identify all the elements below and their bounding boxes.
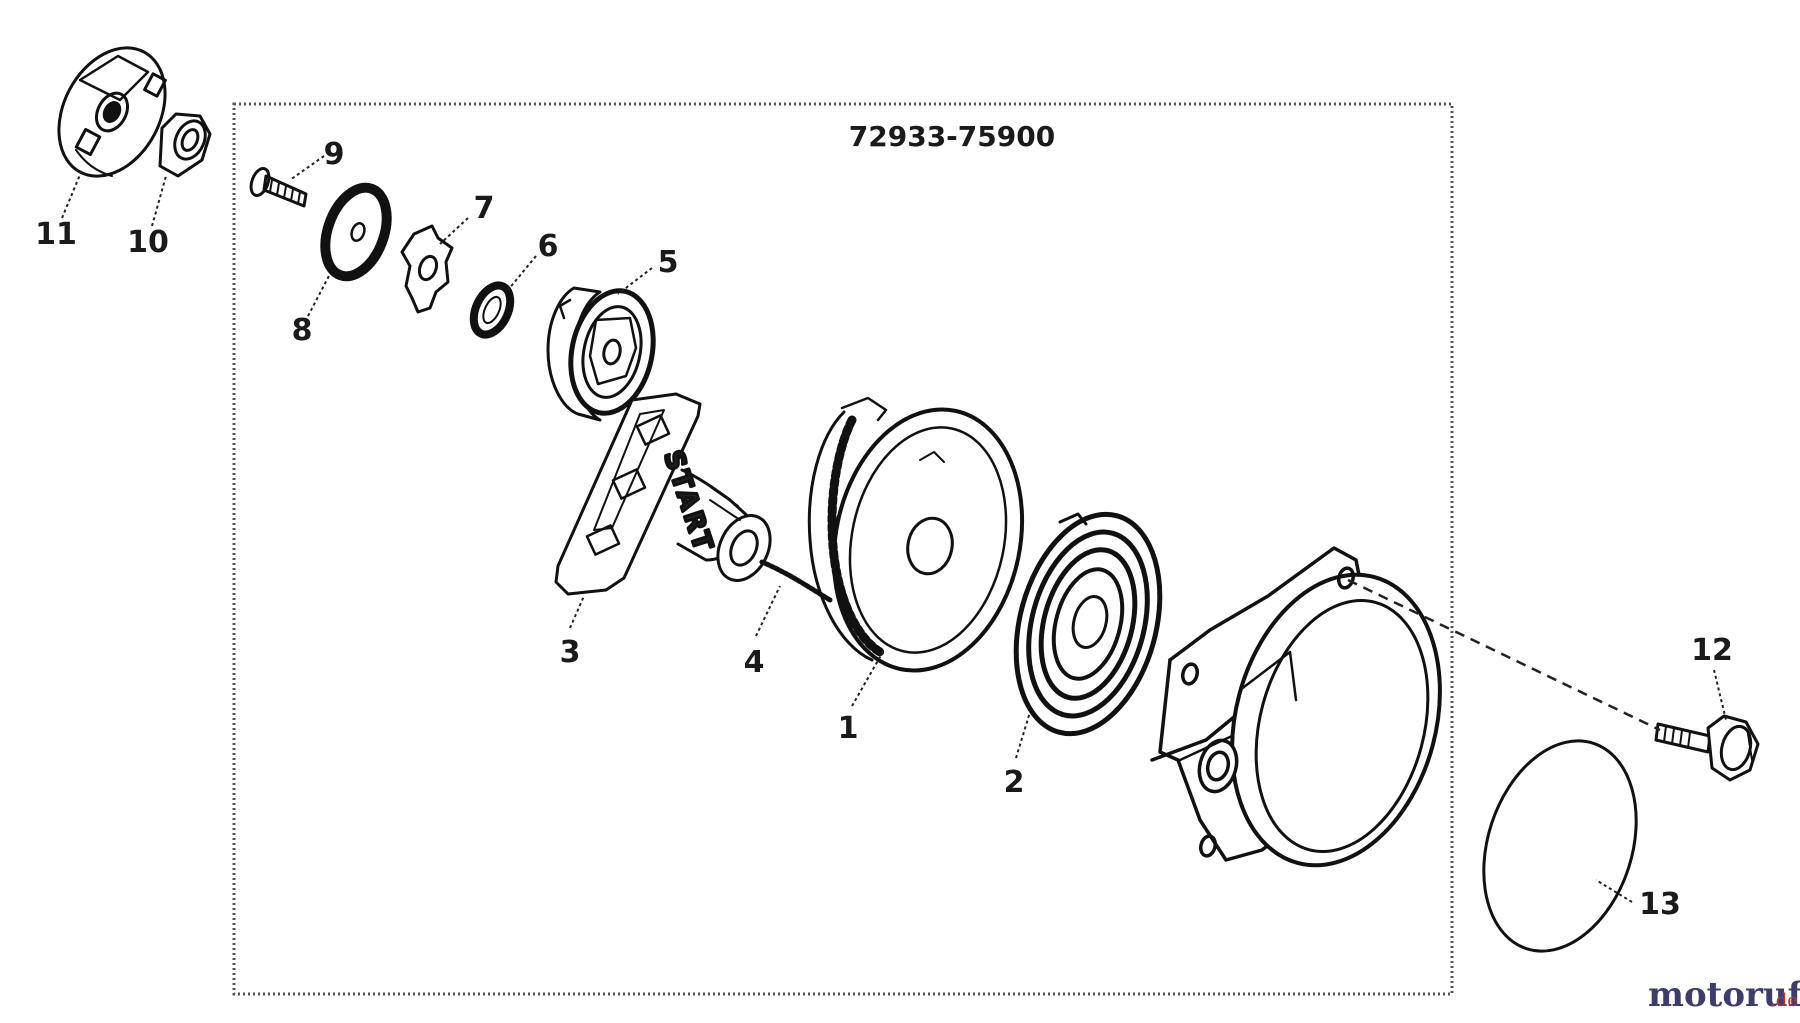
- part-3-starter-handle: START: [554, 392, 772, 596]
- part-number-9: 9: [324, 137, 345, 172]
- leader-4: [755, 585, 781, 637]
- part-9-screw: [249, 167, 308, 208]
- leader-9: [289, 155, 325, 181]
- leader-12: [1713, 669, 1727, 721]
- part-number-2: 2: [1004, 765, 1025, 800]
- part-8-washer: [320, 182, 392, 282]
- part-6-spring-ring: [469, 281, 515, 339]
- leader-8: [307, 273, 331, 317]
- part-number-7: 7: [474, 191, 495, 226]
- part-number-12: 12: [1691, 633, 1733, 668]
- part-number-1: 1: [838, 711, 859, 746]
- part-10-hex-nut: [158, 112, 212, 178]
- leader-1: [851, 649, 885, 707]
- part-number-3: 3: [560, 635, 581, 670]
- leader-6: [507, 255, 537, 291]
- part-2-recoil-spring: [1013, 511, 1163, 737]
- part-12-bolt: [1654, 714, 1760, 782]
- part-number-5: 5: [658, 245, 679, 280]
- assembly-boundary-box: [232, 102, 1454, 996]
- watermark-logo: motoruf .de: [1648, 975, 1800, 1015]
- leader-lines: [61, 155, 1727, 903]
- part-4-starter-rope: [759, 559, 833, 603]
- part-7-ratchet-claw: [400, 224, 454, 314]
- part-5-ratchet-guide: [546, 286, 656, 422]
- part-number-6: 6: [538, 229, 559, 264]
- part-number-4: 4: [744, 645, 765, 680]
- part-number-11: 11: [35, 217, 77, 252]
- leader-13: [1595, 879, 1633, 903]
- part-number-10: 10: [127, 225, 169, 260]
- part-13-gasket: [1482, 739, 1638, 953]
- leader-7: [439, 217, 469, 245]
- starter-housing: [1150, 546, 1442, 868]
- leader-11: [61, 169, 83, 219]
- alignment-line: [1347, 578, 1661, 732]
- leader-2: [1015, 711, 1031, 759]
- leader-3: [569, 595, 585, 629]
- leader-10: [151, 175, 167, 227]
- assembly-number: 72933-75900: [849, 120, 1055, 153]
- part-number-8: 8: [292, 313, 313, 348]
- watermark-tld: .de: [1770, 990, 1798, 1011]
- watermark-brand: motoruf: [1648, 975, 1800, 1015]
- part-1-rope-reel: [807, 396, 1025, 673]
- part-number-13: 13: [1639, 887, 1681, 922]
- leader-5: [617, 267, 653, 295]
